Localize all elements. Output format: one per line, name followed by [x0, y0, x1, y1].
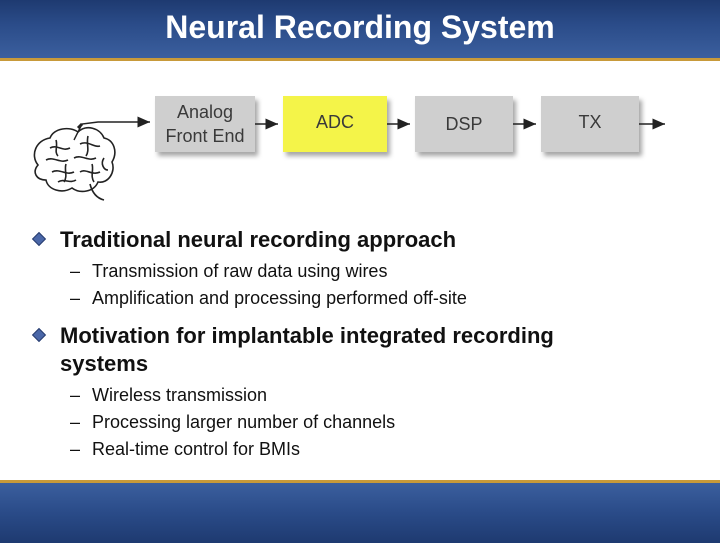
bullet-text-cont: systems — [60, 351, 149, 376]
block-adc: ADC — [283, 96, 387, 152]
sub-item: –Amplification and processing performed … — [70, 288, 467, 308]
svg-text:Analog: Analog — [177, 102, 233, 122]
sub-item: –Real-time control for BMIs — [70, 439, 301, 459]
bullet-text: Traditional neural recording approach — [60, 227, 457, 252]
footer-bar — [0, 480, 720, 543]
sub-item: –Transmission of raw data using wires — [70, 261, 388, 281]
bullet-1: Traditional neural recording approach –T… — [31, 226, 694, 312]
brain-icon — [33, 126, 116, 201]
bullet-diamond-icon — [31, 327, 47, 343]
bullet-2: Motivation for implantable integrated re… — [31, 322, 694, 463]
svg-text:ADC: ADC — [316, 112, 354, 132]
block-dsp: DSP — [415, 96, 513, 152]
title-bar: Neural Recording System — [0, 0, 720, 61]
electrode-wire — [73, 116, 150, 141]
block-diagram: Analog Front End ADC DSP TX — [33, 96, 665, 201]
bullet-diamond-icon — [31, 231, 47, 247]
block-tx: TX — [541, 96, 639, 152]
svg-text:TX: TX — [578, 112, 601, 132]
slide-title: Neural Recording System — [165, 9, 555, 45]
sub-item: –Processing larger number of channels — [70, 412, 396, 432]
sub-item: –Wireless transmission — [70, 385, 268, 405]
svg-text:Front End: Front End — [165, 126, 244, 146]
bullet-text: Motivation for implantable integrated re… — [60, 323, 554, 348]
svg-text:DSP: DSP — [445, 114, 482, 134]
block-analog-front-end: Analog Front End — [155, 96, 255, 152]
